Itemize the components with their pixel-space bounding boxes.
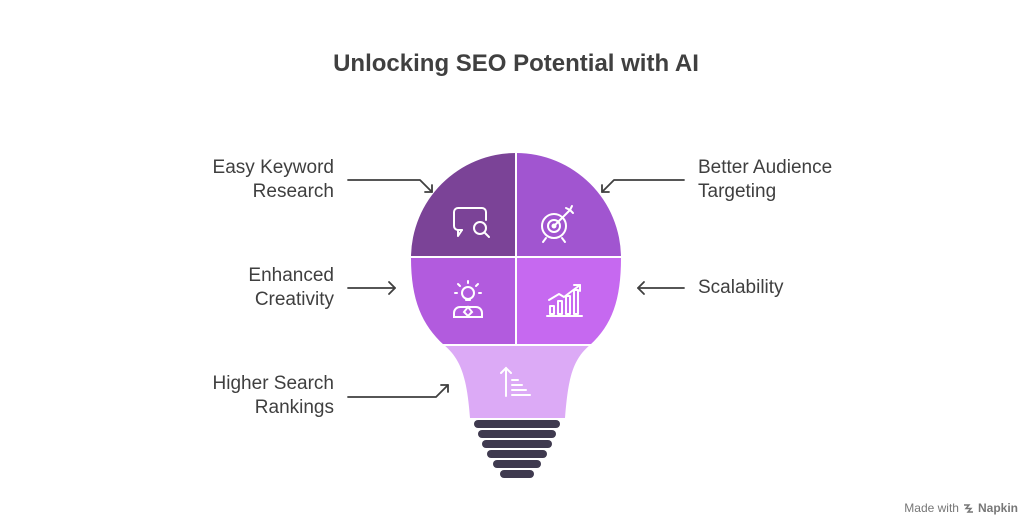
bulb-base <box>474 420 560 478</box>
arrow-scalability <box>637 281 685 295</box>
branding-name: Napkin <box>977 501 1018 515</box>
napkin-branding[interactable]: Made with Napkin <box>904 501 1018 515</box>
label-higher-search-rankings: Higher Search Rankings <box>212 373 334 418</box>
diagram-title: Unlocking SEO Potential with AI <box>333 50 699 77</box>
label-easy-keyword-research: Easy Keyword Research <box>212 157 334 202</box>
growth-chart-icon <box>546 284 583 317</box>
branding-prefix: Made with <box>904 501 959 515</box>
label-scalability: Scalability <box>698 277 784 298</box>
segment-better-audience-targeting <box>516 153 621 257</box>
napkin-logo-icon <box>963 503 973 513</box>
target-icon <box>541 205 574 243</box>
label-enhanced-creativity: Enhanced Creativity <box>248 265 334 310</box>
arrow-enhanced-creativity <box>347 281 396 295</box>
label-better-audience-targeting: Better Audience Targeting <box>698 157 833 202</box>
segment-enhanced-creativity <box>411 257 516 345</box>
chat-search-icon <box>453 207 490 238</box>
arrow-better-audience-targeting <box>601 179 685 193</box>
segment-easy-keyword-research <box>411 153 516 257</box>
ranking-list-icon <box>500 366 531 397</box>
arrow-higher-search-rankings <box>347 384 449 398</box>
lightbulb-person-icon <box>453 280 483 318</box>
arrow-easy-keyword-research <box>347 179 433 193</box>
